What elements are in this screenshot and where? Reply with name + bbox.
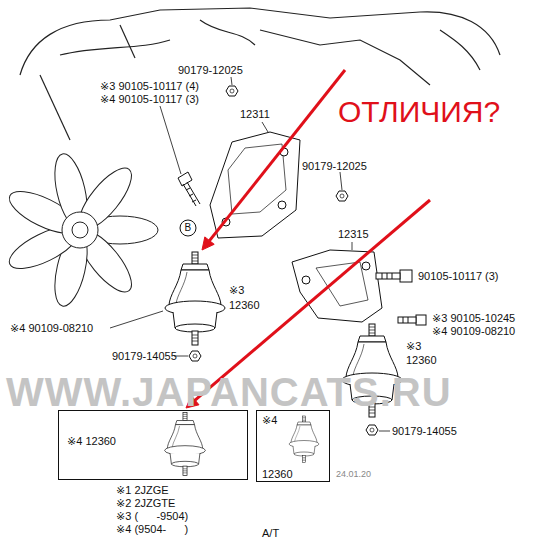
bolt <box>376 270 412 282</box>
part-number: 90105-10117 (3) <box>418 270 499 282</box>
part-number: 12360 <box>229 299 260 311</box>
cooling-fan <box>4 151 158 309</box>
part-number: 90179-12025 <box>178 64 243 76</box>
box-text: ※4 <box>262 414 277 426</box>
red-arrow <box>210 70 346 241</box>
leader-line <box>110 311 163 328</box>
bolt <box>398 315 426 325</box>
note-line: ※3 ( -9504) <box>116 510 188 522</box>
engine-outline <box>20 8 500 140</box>
bracket-12315 <box>292 250 382 322</box>
variant-box: ※4 12360 <box>58 410 248 480</box>
box-text: ※4 12360 <box>67 435 116 447</box>
part-number: 90179-12025 <box>302 160 367 172</box>
part-number: 12311 <box>240 108 270 120</box>
bracket-12311 <box>278 201 286 209</box>
bolt <box>416 315 426 325</box>
part-number: ※3 90105-10245 <box>432 312 515 324</box>
variant-box: ※4 12360 <box>256 410 330 482</box>
note-line: A/T <box>262 527 279 539</box>
callout-number: ※3 <box>406 340 421 352</box>
bracket-12315 <box>316 262 368 306</box>
leader-line <box>231 77 232 85</box>
bolt <box>376 273 400 279</box>
part-number: ※4 90109-08210 <box>432 325 515 337</box>
box-text: 12360 <box>262 468 293 480</box>
note-line: ※1 2JZGE <box>116 484 169 496</box>
leader-line <box>262 122 268 132</box>
engine-outline <box>260 30 430 85</box>
illustration <box>289 416 319 463</box>
bolt <box>403 317 408 323</box>
part-number: ※4 90105-10117 (3) <box>100 93 199 105</box>
illustration <box>189 351 201 361</box>
leader-line <box>160 106 181 174</box>
leader-line <box>340 172 342 190</box>
engine-outline <box>60 40 170 55</box>
part-number: ※4 90109-08210 <box>10 322 93 334</box>
bolt <box>398 317 416 323</box>
engine-outline <box>20 8 500 75</box>
engine-outline <box>40 75 70 140</box>
illustration <box>226 86 238 96</box>
bracket-12315 <box>292 250 382 322</box>
cooling-fan <box>72 222 88 238</box>
bracket-12315 <box>302 276 310 284</box>
bolt <box>178 172 192 186</box>
bolt <box>382 273 392 279</box>
engine-outline <box>440 30 480 70</box>
leader-line <box>352 242 353 250</box>
leader-line <box>379 431 390 432</box>
watermark: WWW.JAPANCATS.RU <box>6 370 452 414</box>
bolt <box>400 270 412 282</box>
handwritten-note: ОТЛИЧИЯ? <box>338 95 500 128</box>
bracket-12315 <box>362 262 370 270</box>
bolt <box>178 172 200 206</box>
illustration <box>165 252 225 345</box>
engine-outline <box>200 20 255 45</box>
cooling-fan <box>62 212 98 248</box>
illustration <box>366 425 378 435</box>
part-number: 12315 <box>338 228 369 240</box>
circle-letter: B <box>185 222 192 233</box>
note-line: ※4 (9504- ) <box>116 523 188 535</box>
circle-mark <box>180 220 196 236</box>
note-line: ※2 2JZGTE <box>116 497 175 509</box>
watermark-date: 24.01.20 <box>336 470 371 480</box>
cooling-fan <box>70 161 140 238</box>
part-number: 90179-14055 <box>112 350 177 362</box>
illustration <box>336 191 348 201</box>
callout-number: ※3 <box>229 284 244 296</box>
part-number: 12360 <box>406 354 437 366</box>
engine-outline <box>120 25 135 58</box>
part-number: 90179-14055 <box>392 425 457 437</box>
illustration <box>165 412 206 475</box>
red-arrow <box>202 237 214 250</box>
bolt <box>183 182 200 206</box>
part-number: ※3 90105-10117 (4) <box>100 80 199 92</box>
